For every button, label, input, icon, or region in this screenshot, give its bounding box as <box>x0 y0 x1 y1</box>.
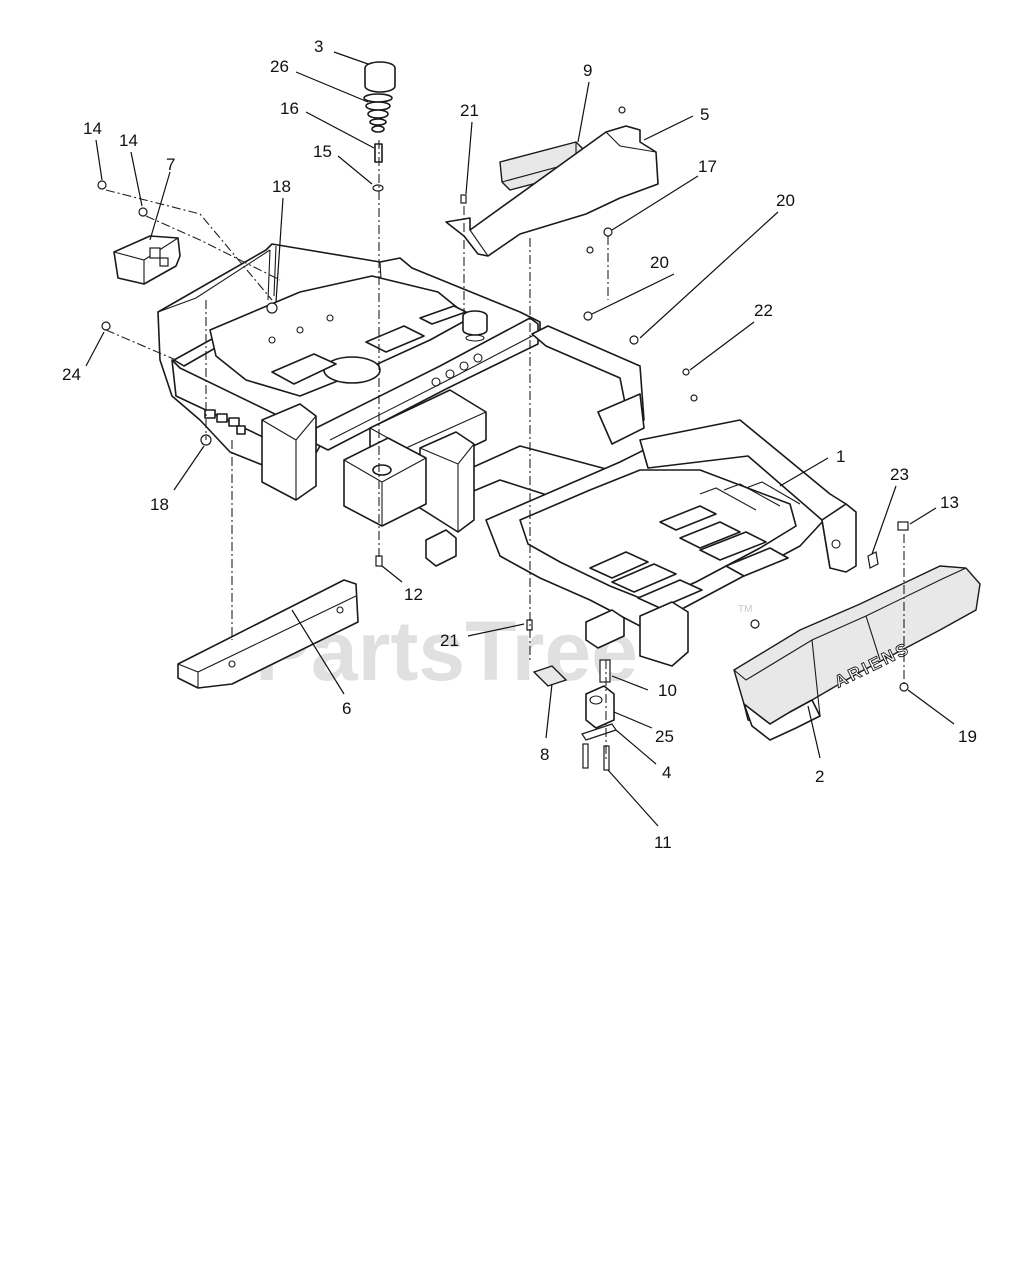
callout-20: 20 <box>650 253 669 272</box>
callout-4: 4 <box>662 763 671 782</box>
callout-12: 12 <box>404 585 423 604</box>
callout-23: 23 <box>890 465 909 484</box>
mounted-bumper <box>462 310 488 342</box>
callout-8: 8 <box>540 745 549 764</box>
callout-1: 1 <box>836 447 845 466</box>
callout-3: 3 <box>314 37 323 56</box>
callout-21: 21 <box>440 631 459 650</box>
callout-14: 14 <box>119 131 138 150</box>
hardware <box>97 106 909 771</box>
cover-part-5 <box>445 125 659 257</box>
callout-26: 26 <box>270 57 289 76</box>
callout-2: 2 <box>815 767 824 786</box>
assembly-center-lines <box>105 140 905 760</box>
leader-lines <box>85 51 955 827</box>
callout-25: 25 <box>655 727 674 746</box>
callout-6: 6 <box>342 699 351 718</box>
callout-5: 5 <box>700 105 709 124</box>
bracket-part-7 <box>113 235 181 285</box>
frame-clip-left <box>204 409 246 435</box>
callout-11: 11 <box>654 833 672 852</box>
callout-13: 13 <box>940 493 959 512</box>
callout-21: 21 <box>460 101 479 120</box>
callout-19: 19 <box>958 727 977 746</box>
watermark-trademark: TM <box>738 604 752 615</box>
callout-9: 9 <box>583 61 592 80</box>
callout-10: 10 <box>658 681 677 700</box>
callout-14: 14 <box>83 119 102 138</box>
callout-24: 24 <box>62 365 81 384</box>
callout-20: 20 <box>776 191 795 210</box>
bumper-part-3 <box>364 61 396 93</box>
callouts: 3 26 16 15 14 14 7 18 24 18 21 9 5 17 20… <box>62 37 977 852</box>
main-frame <box>157 243 857 667</box>
side-plate-part-6 <box>177 579 359 689</box>
front-cover-part-2: ARIENS <box>733 565 981 741</box>
callout-18: 18 <box>272 177 291 196</box>
washer-part-15 <box>372 184 384 192</box>
callout-15: 15 <box>313 142 332 161</box>
callout-16: 16 <box>280 99 299 118</box>
callout-17: 17 <box>698 157 717 176</box>
spring-part-26 <box>363 93 393 133</box>
callout-18: 18 <box>150 495 169 514</box>
callout-22: 22 <box>754 301 773 320</box>
callout-7: 7 <box>166 155 175 174</box>
